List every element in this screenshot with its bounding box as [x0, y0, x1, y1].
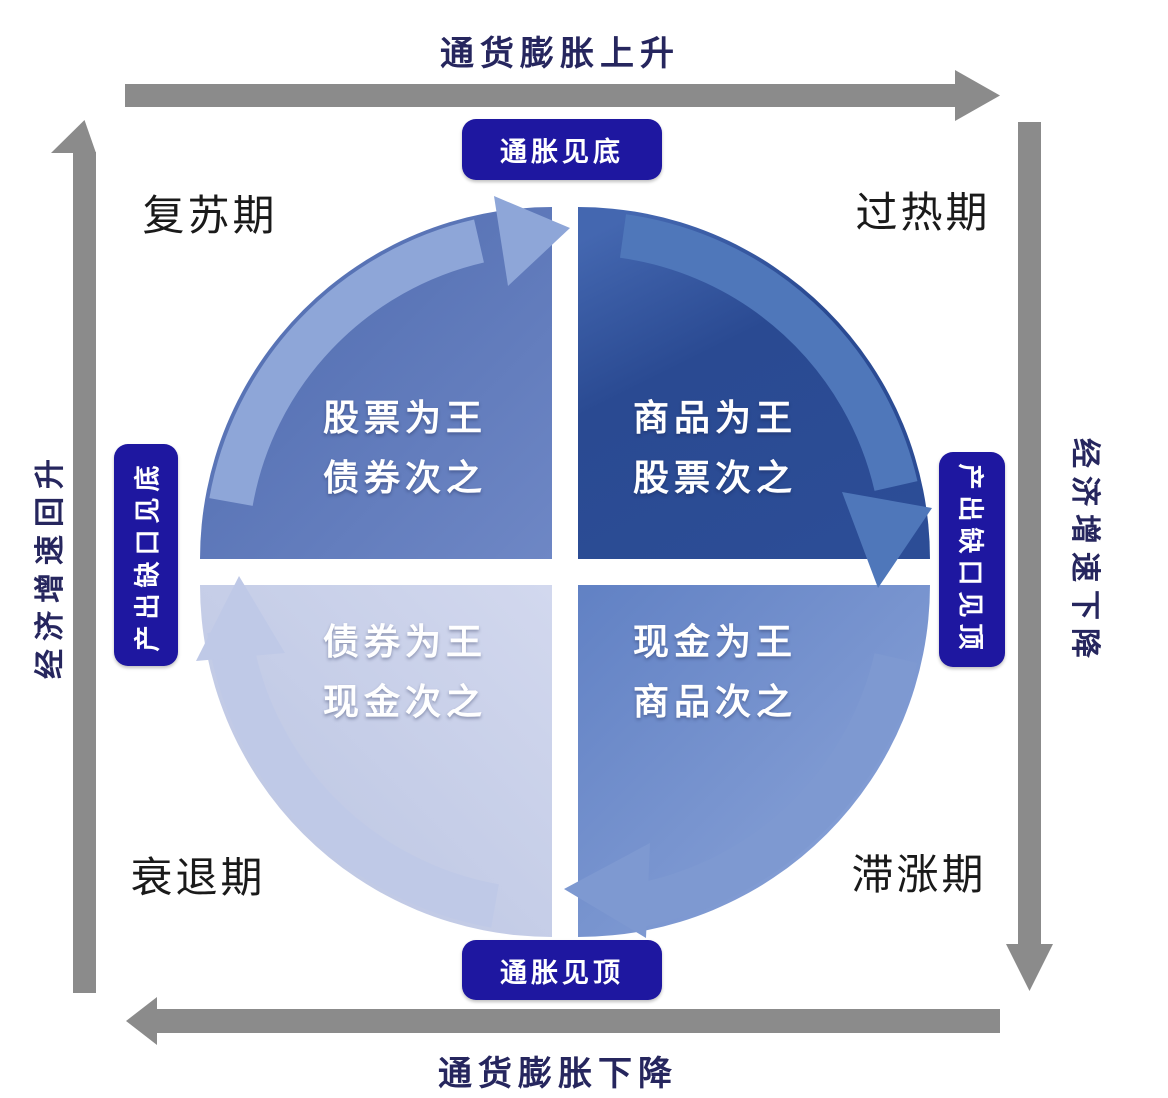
quadrant-text-line1: 股票为王 — [322, 397, 487, 439]
axis-arrow-left — [51, 120, 96, 993]
cycle-arrow-top-left — [209, 196, 570, 506]
milestone-badge-inflation-bottom: 通胀见底 — [462, 119, 662, 180]
quadrant-text-line1: 债券为王 — [322, 621, 487, 663]
quadrant-text-line1: 现金为王 — [632, 621, 797, 663]
axis-label-inflation-rising: 通货膨胀上升 — [440, 34, 680, 74]
phase-label-recession: 衰退期 — [130, 853, 266, 902]
axis-arrow-bottom-head — [126, 997, 157, 1045]
cycle-arrow-bottom-right — [564, 652, 918, 938]
quadrant-text-bottom-left: 债券为王 现金次之 — [270, 612, 540, 732]
axis-label-inflation-falling: 通货膨胀下降 — [438, 1054, 678, 1094]
cycle-arrow-bottom-right-head — [564, 843, 650, 938]
cycle-arrow-bottom-left-head — [196, 576, 285, 661]
quadrant-top-right-wedge — [578, 207, 930, 559]
quadrant-text-line2: 债券次之 — [322, 457, 487, 499]
quadrant-bottom-left-wedge — [200, 585, 552, 937]
cycle-arrow-top-right-head — [842, 492, 932, 588]
axis-arrow-top-head — [955, 70, 1000, 121]
axis-arrow-bottom — [126, 997, 1000, 1045]
phase-label-overheat: 过热期 — [855, 188, 991, 237]
cycle-arrow-top-right — [619, 214, 932, 588]
axis-arrow-left-head — [51, 120, 96, 153]
quadrant-top-left-wedge — [200, 207, 552, 559]
quadrant-text-line1: 商品为王 — [632, 397, 797, 439]
cycle-arrow-bottom-left — [196, 576, 499, 928]
quadrant-text-top-right: 商品为王 股票次之 — [580, 388, 850, 508]
axis-arrow-right-head — [1006, 944, 1053, 991]
phase-label-stagflation: 滞涨期 — [851, 850, 987, 899]
phase-label-recovery: 复苏期 — [142, 191, 278, 240]
quadrant-text-line2: 现金次之 — [322, 681, 487, 723]
milestone-badge-output-gap-bottom: 产出缺口见底 — [114, 444, 178, 666]
axis-arrow-right — [1006, 122, 1053, 991]
milestone-badge-output-gap-top: 产出缺口见顶 — [939, 452, 1005, 667]
milestone-badge-inflation-top: 通胀见顶 — [462, 940, 662, 1000]
cycle-arrow-top-left-head — [494, 196, 570, 286]
quadrant-text-line2: 股票次之 — [632, 457, 797, 499]
quadrant-text-top-left: 股票为王 债券次之 — [270, 388, 540, 508]
quadrant-bottom-right-wedge — [578, 585, 930, 937]
axis-arrow-top — [125, 70, 1000, 121]
quadrant-text-bottom-right: 现金为王 商品次之 — [580, 612, 850, 732]
quadrant-text-line2: 商品次之 — [632, 681, 797, 723]
